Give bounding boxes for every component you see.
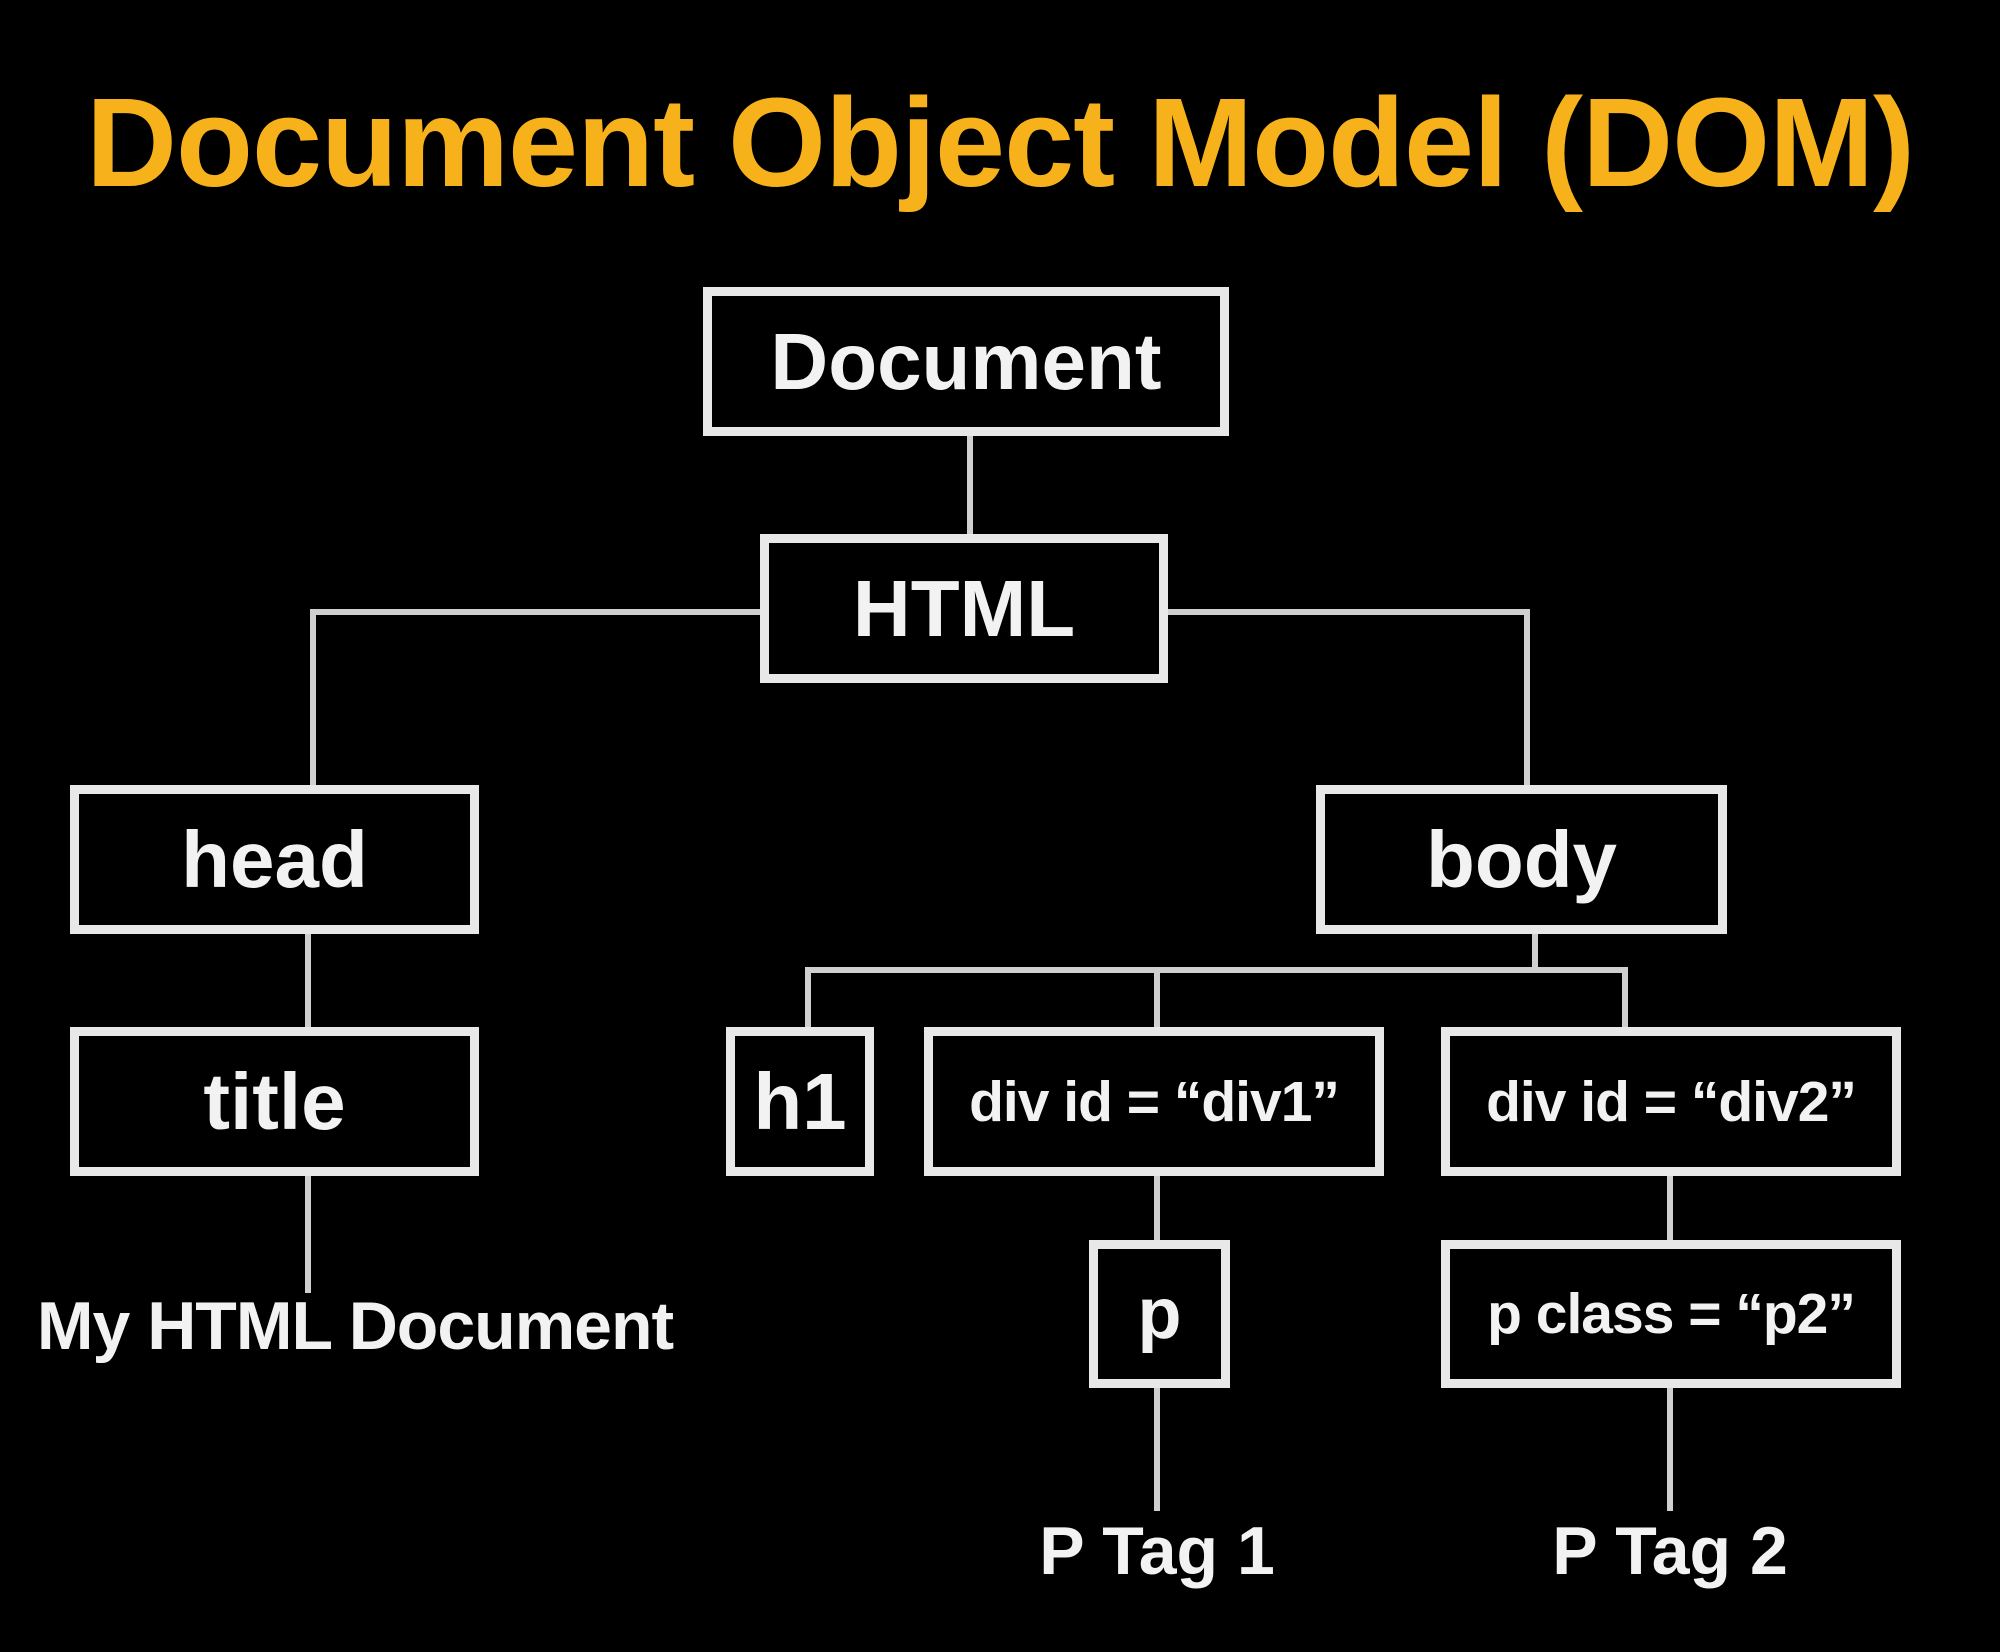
node-h1: h1 — [726, 1027, 874, 1176]
text-node-title: My HTML Document — [36, 1288, 674, 1364]
node-p2: p class = “p2” — [1441, 1240, 1901, 1388]
text-node-p: P Tag 1 — [1039, 1513, 1275, 1589]
node-title: title — [70, 1027, 479, 1176]
node-div1: div id = “div1” — [924, 1027, 1384, 1176]
node-body: body — [1316, 785, 1727, 934]
node-div2: div id = “div2” — [1441, 1027, 1901, 1176]
node-p: p — [1089, 1240, 1230, 1388]
text-node-p2: P Tag 2 — [1552, 1513, 1788, 1589]
diagram-title: Document Object Model (DOM) — [86, 72, 1915, 213]
node-head: head — [70, 785, 479, 934]
node-html: HTML — [760, 534, 1168, 683]
node-document: Document — [703, 287, 1229, 436]
